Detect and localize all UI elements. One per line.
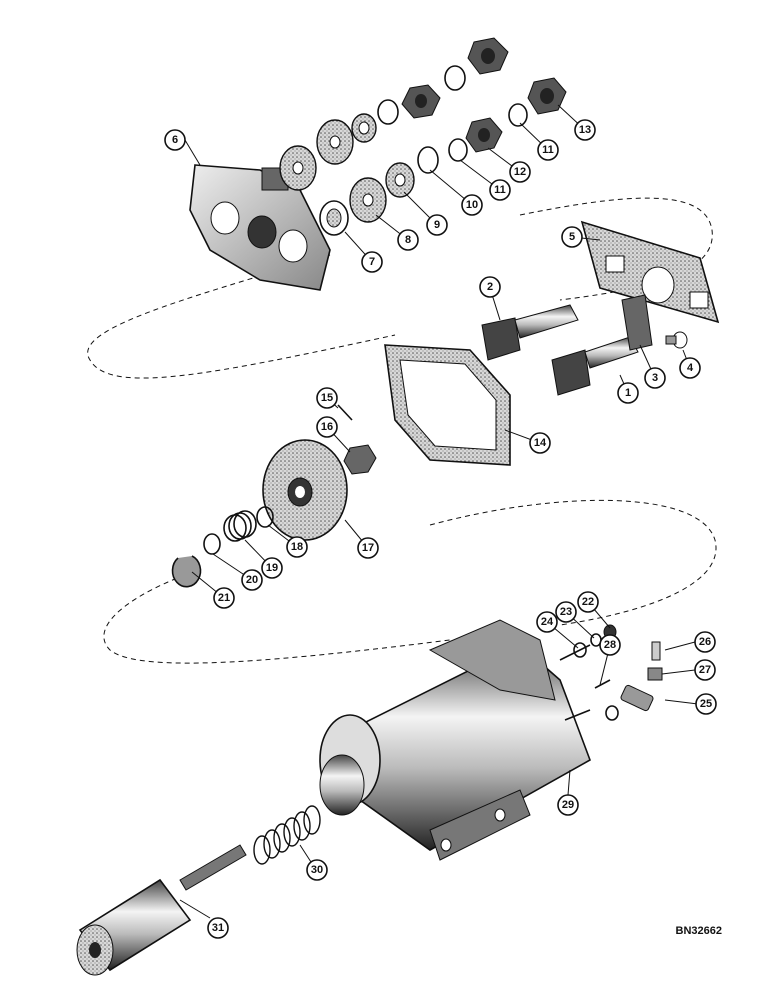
callout-18: 18 [286, 536, 308, 558]
callout-13: 13 [574, 119, 596, 141]
callout-16: 16 [316, 416, 338, 438]
svg-text:30: 30 [311, 864, 323, 876]
svg-text:15: 15 [321, 392, 333, 404]
mounting-plate-part [189, 164, 331, 291]
disc-part [262, 439, 348, 541]
svg-text:14: 14 [534, 437, 547, 449]
svg-text:5: 5 [569, 231, 575, 243]
callout-14: 14 [529, 432, 551, 454]
callout-3: 3 [644, 367, 666, 389]
callout-12: 12 [509, 161, 531, 183]
lock-plate-part [621, 294, 653, 351]
callout-7: 7 [361, 251, 383, 273]
svg-text:17: 17 [362, 542, 374, 554]
svg-text:10: 10 [466, 199, 478, 211]
callout-29: 29 [557, 794, 579, 816]
svg-text:22: 22 [582, 596, 594, 608]
solenoid-housing-part [319, 619, 591, 861]
svg-text:7: 7 [369, 256, 375, 268]
carriage-bolts [481, 304, 639, 396]
callout-10: 10 [461, 194, 483, 216]
callout-31: 31 [207, 917, 229, 939]
drawing-code: BN32662 [675, 925, 722, 937]
callout-11a: 11 [489, 179, 511, 201]
svg-text:4: 4 [687, 362, 694, 374]
spring-30-part [253, 805, 321, 865]
svg-text:28: 28 [604, 639, 616, 651]
callout-4: 4 [679, 357, 701, 379]
upper-hardware-stack [279, 37, 567, 236]
svg-text:18: 18 [291, 541, 303, 553]
svg-text:11: 11 [494, 184, 506, 196]
retainer-21-part [171, 555, 202, 588]
bracket-plate-part [580, 220, 720, 324]
svg-text:9: 9 [434, 219, 440, 231]
callout-24: 24 [536, 611, 558, 633]
callout-9: 9 [426, 214, 448, 236]
svg-text:8: 8 [405, 234, 411, 246]
callout-25: 25 [695, 693, 717, 715]
svg-text:2: 2 [487, 281, 493, 293]
callout-2: 2 [479, 276, 501, 298]
svg-text:11: 11 [542, 144, 554, 156]
svg-text:27: 27 [699, 664, 711, 676]
svg-text:3: 3 [652, 372, 658, 384]
svg-text:1: 1 [625, 387, 631, 399]
plunger-part [76, 844, 247, 976]
callout-28: 28 [599, 634, 621, 656]
svg-text:26: 26 [699, 636, 711, 648]
callout-5: 5 [561, 226, 583, 248]
callout-1: 1 [617, 382, 639, 404]
svg-text:13: 13 [579, 124, 591, 136]
spring-19-part [223, 510, 257, 542]
screw-part [665, 331, 688, 349]
svg-text:19: 19 [266, 562, 278, 574]
callout-23: 23 [555, 601, 577, 623]
callout-6: 6 [164, 129, 186, 151]
gasket-part [384, 344, 511, 466]
svg-text:6: 6 [172, 134, 178, 146]
callout-17: 17 [357, 537, 379, 559]
svg-text:31: 31 [212, 922, 224, 934]
svg-text:25: 25 [700, 698, 712, 710]
svg-text:21: 21 [218, 592, 230, 604]
terminal-hardware [573, 624, 663, 721]
svg-text:29: 29 [562, 799, 574, 811]
callout-26: 26 [694, 631, 716, 653]
callout-20: 20 [241, 569, 263, 591]
cotter-pin-part [337, 404, 353, 421]
callout-15: 15 [316, 387, 338, 409]
callout-22: 22 [577, 591, 599, 613]
callout-11b: 11 [537, 139, 559, 161]
callout-30: 30 [306, 859, 328, 881]
svg-text:16: 16 [321, 421, 333, 433]
callout-19: 19 [261, 557, 283, 579]
svg-text:23: 23 [560, 606, 572, 618]
svg-text:12: 12 [514, 166, 526, 178]
castle-nut-part [343, 444, 377, 475]
alignment-loop-upper [87, 197, 713, 379]
washer-20-part [203, 533, 221, 555]
callout-27: 27 [694, 659, 716, 681]
callout-21: 21 [213, 587, 235, 609]
washer-18-part [256, 506, 274, 528]
callout-8: 8 [397, 229, 419, 251]
svg-text:20: 20 [246, 574, 258, 586]
svg-text:24: 24 [541, 616, 554, 628]
alignment-loop-lower [103, 499, 717, 664]
